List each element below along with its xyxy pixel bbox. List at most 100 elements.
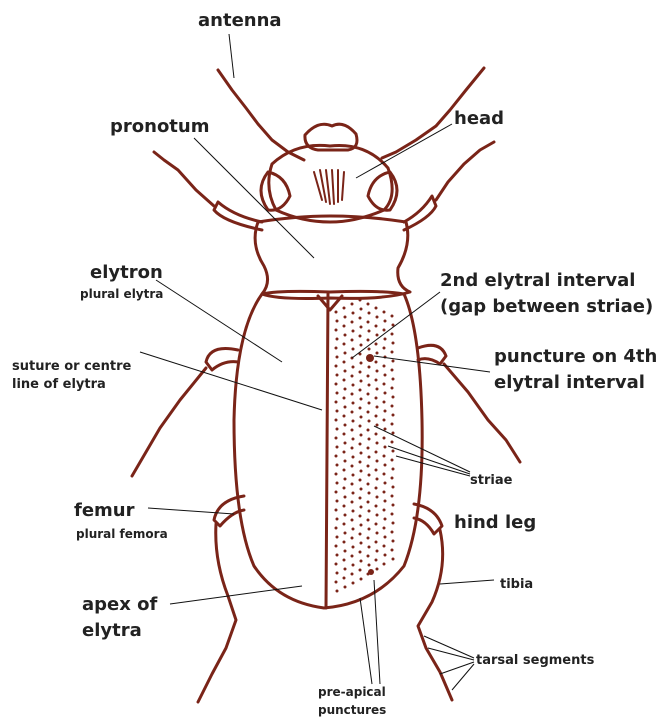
- label-suture-1: suture or centre: [12, 359, 131, 374]
- stria-dot: [359, 299, 362, 302]
- stria-dot: [360, 560, 363, 563]
- label-head: head: [454, 108, 504, 129]
- label-tarsal: tarsal segments: [476, 653, 595, 668]
- stria-dot: [344, 334, 347, 337]
- stria-dot: [368, 348, 371, 351]
- stria-dot: [383, 347, 386, 350]
- stria-dot: [344, 316, 347, 319]
- stria-dot: [384, 410, 387, 413]
- stria-dot: [344, 514, 347, 517]
- stria-dot: [335, 329, 338, 332]
- stria-dot: [344, 424, 347, 427]
- stria-dot: [376, 568, 379, 571]
- stria-dot: [359, 335, 362, 338]
- stria-dot: [351, 411, 354, 414]
- stria-dot: [368, 510, 371, 513]
- stria-dot: [367, 321, 370, 324]
- stria-dot: [344, 550, 347, 553]
- stria-dot: [368, 312, 371, 315]
- stria-dot: [359, 515, 362, 518]
- left-front-leg: [154, 152, 262, 230]
- stria-dot: [352, 330, 355, 333]
- stria-dot: [335, 509, 338, 512]
- stria-dot: [391, 531, 394, 534]
- stria-dot: [344, 352, 347, 355]
- stria-dot: [336, 410, 339, 413]
- label-pronotum: pronotum: [110, 116, 209, 137]
- label-apex-2: elytra: [82, 620, 142, 641]
- stria-dot: [360, 434, 363, 437]
- stria-dot: [384, 536, 387, 539]
- stria-dot: [383, 473, 386, 476]
- stria-dot: [352, 564, 355, 567]
- stria-dot: [359, 425, 362, 428]
- stria-dot: [375, 523, 378, 526]
- stria-dot: [367, 339, 370, 342]
- stria-dot: [383, 365, 386, 368]
- stria-dot: [351, 321, 354, 324]
- stria-dot: [360, 452, 363, 455]
- stria-dot: [383, 419, 386, 422]
- stria-dot: [335, 383, 338, 386]
- stria-dot: [368, 528, 371, 531]
- stria-dot: [352, 492, 355, 495]
- stria-dot: [359, 371, 362, 374]
- stria-dot: [344, 532, 347, 535]
- stria-dot: [392, 342, 395, 345]
- right-hind-leg: [414, 504, 452, 700]
- stria-dot: [351, 393, 354, 396]
- stria-dot: [376, 478, 379, 481]
- label-preapical-1: pre-apical: [318, 685, 386, 699]
- stria-dot: [383, 329, 386, 332]
- stria-dot: [392, 378, 395, 381]
- stria-dot: [392, 522, 395, 525]
- stria-dot: [368, 564, 371, 567]
- stria-dot: [391, 477, 394, 480]
- stria-dot: [367, 465, 370, 468]
- stria-dot: [359, 551, 362, 554]
- stria-dot: [367, 429, 370, 432]
- stria-dot: [375, 307, 378, 310]
- stria-dot: [376, 334, 379, 337]
- stria-dot: [376, 388, 379, 391]
- stria-dot: [352, 474, 355, 477]
- stria-dot: [351, 537, 354, 540]
- stria-dot: [344, 478, 347, 481]
- stria-dot: [376, 370, 379, 373]
- head-striations: [314, 170, 344, 204]
- stria-dot: [336, 518, 339, 521]
- stria-dot: [335, 311, 338, 314]
- stria-dot: [368, 438, 371, 441]
- stria-dot: [391, 333, 394, 336]
- stria-dot: [343, 397, 346, 400]
- label-striae: striae: [470, 473, 513, 488]
- stria-dot: [375, 361, 378, 364]
- stria-dot: [336, 374, 339, 377]
- stria-dot: [375, 559, 378, 562]
- stria-dot: [351, 303, 354, 306]
- stria-dot: [352, 366, 355, 369]
- stria-dot: [343, 577, 346, 580]
- stria-dot: [375, 469, 378, 472]
- stria-dot: [376, 424, 379, 427]
- stria-dot: [375, 343, 378, 346]
- stria-dot: [376, 442, 379, 445]
- stria-dot: [360, 380, 363, 383]
- left-eye: [261, 172, 290, 210]
- stria-dot: [351, 573, 354, 576]
- stria-dot: [391, 315, 394, 318]
- stria-dot: [392, 396, 395, 399]
- stria-dot: [367, 411, 370, 414]
- stria-dot: [360, 506, 363, 509]
- stria-dot: [367, 555, 370, 558]
- stria-dot: [351, 339, 354, 342]
- stria-dot: [360, 524, 363, 527]
- stria-dot: [359, 389, 362, 392]
- stria-dot: [391, 351, 394, 354]
- stria-dot: [384, 446, 387, 449]
- stria-dot: [384, 500, 387, 503]
- label-femur-plural: plural femora: [76, 527, 168, 541]
- stria-dot: [375, 397, 378, 400]
- stria-dot: [384, 482, 387, 485]
- label-apex-1: apex of: [82, 594, 157, 615]
